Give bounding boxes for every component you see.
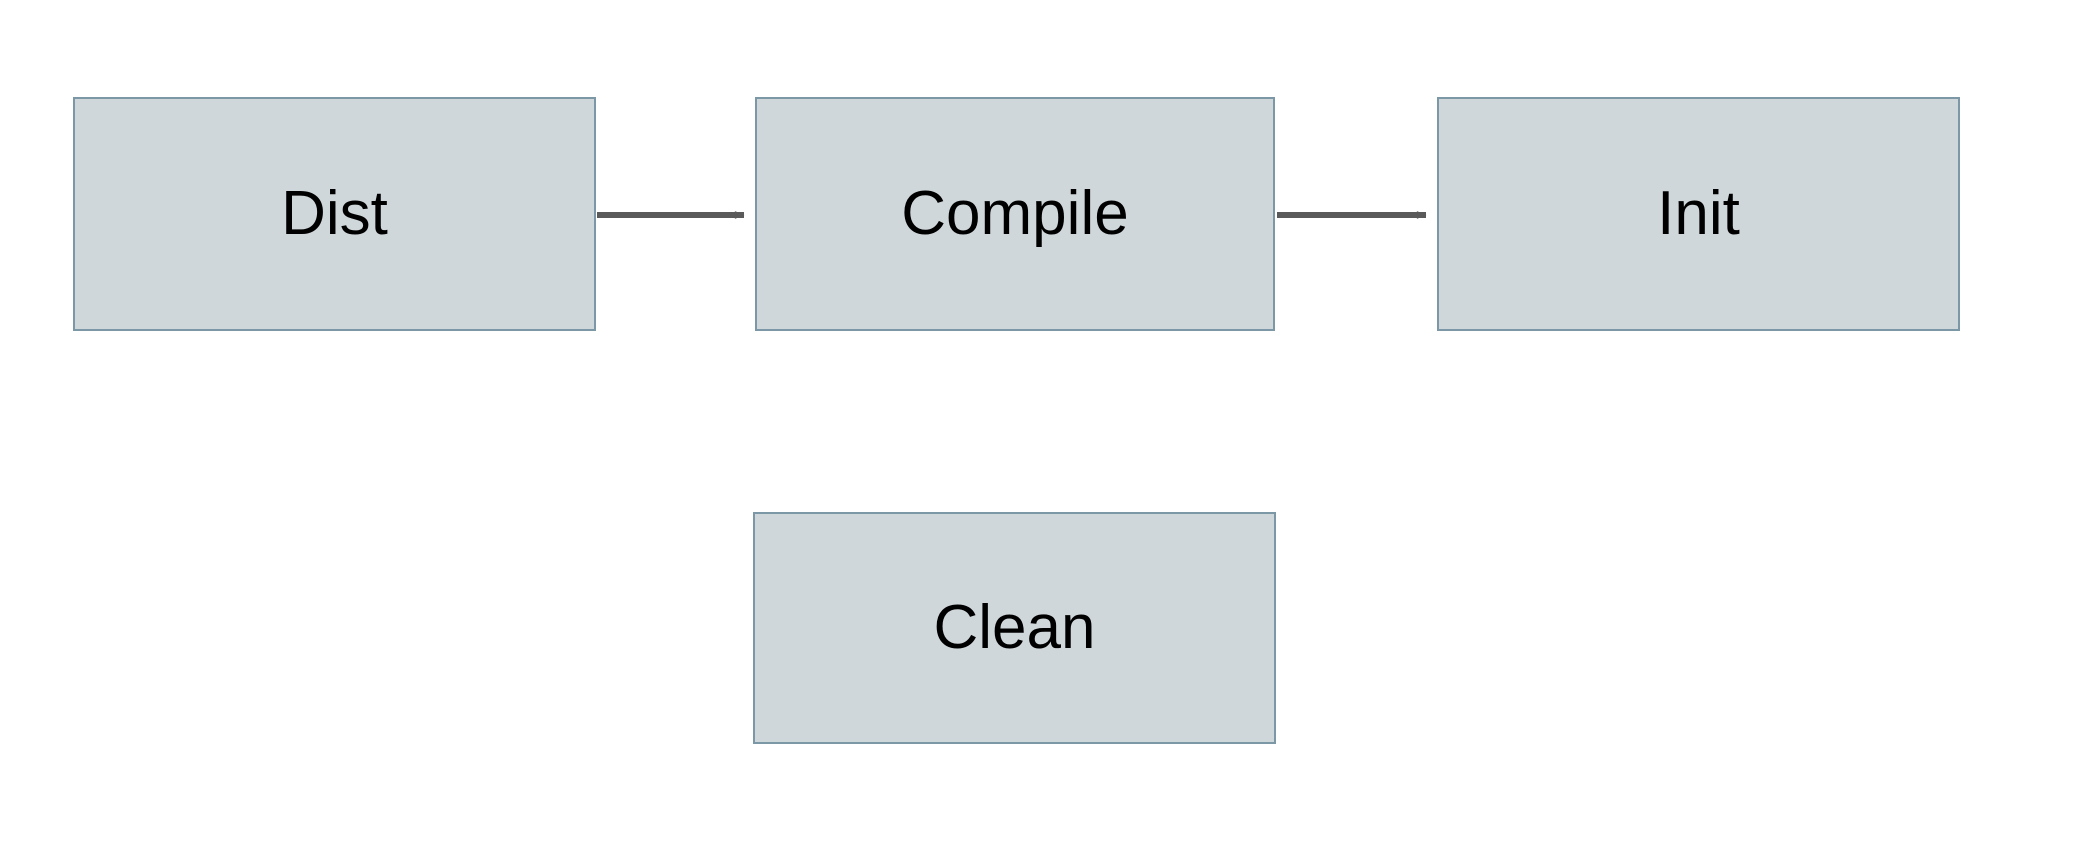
node-clean[interactable]: Clean — [753, 512, 1276, 744]
node-clean-label: Clean — [933, 593, 1096, 662]
node-dist-label: Dist — [281, 179, 388, 248]
node-dist[interactable]: Dist — [73, 97, 596, 331]
node-init-label: Init — [1657, 179, 1740, 248]
node-init[interactable]: Init — [1437, 97, 1960, 331]
node-compile[interactable]: Compile — [755, 97, 1275, 331]
node-compile-label: Compile — [901, 179, 1129, 248]
